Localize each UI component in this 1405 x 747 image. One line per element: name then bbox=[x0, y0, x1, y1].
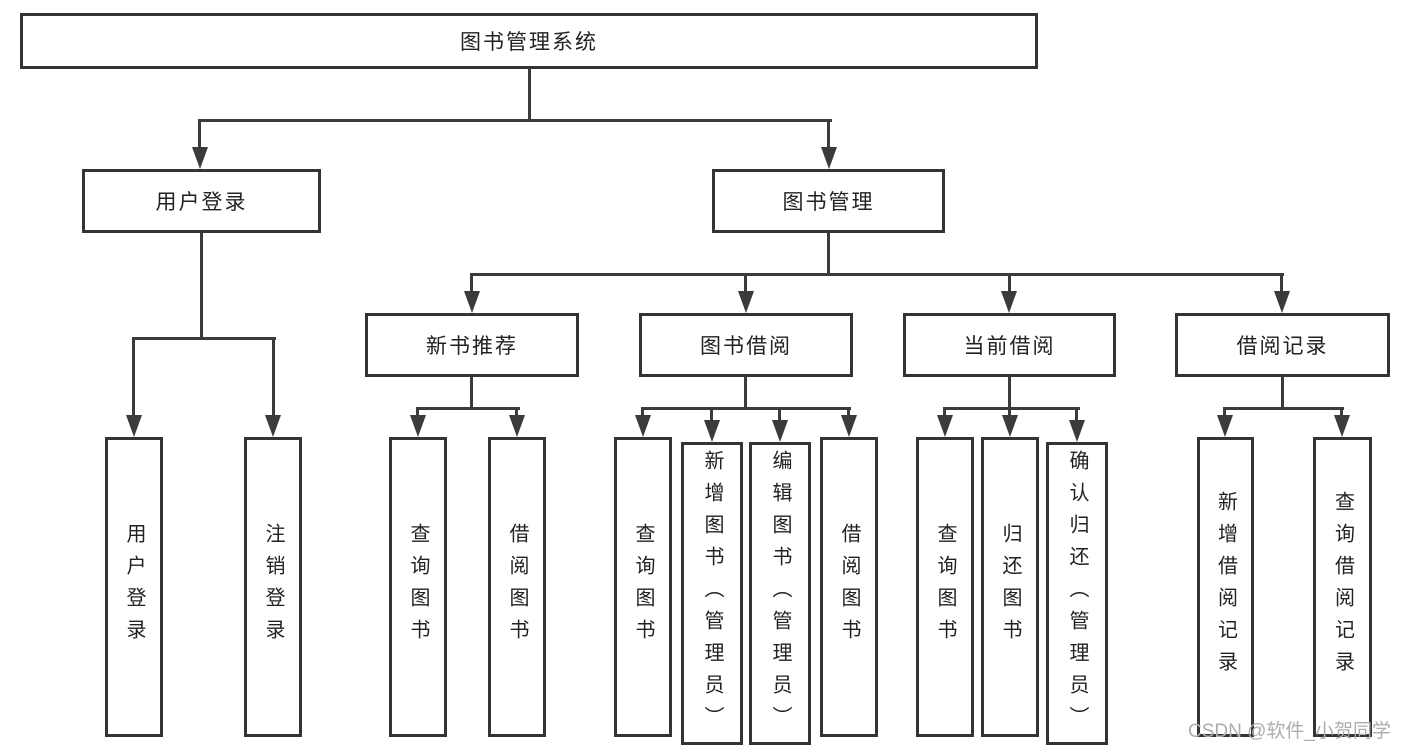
node-label: 当前借阅 bbox=[963, 335, 1056, 358]
connector-line bbox=[1075, 407, 1078, 422]
node-borrow-book-recommend: 借阅图书 bbox=[488, 437, 546, 737]
node-label: 借阅图书 bbox=[838, 523, 860, 651]
arrowhead-down bbox=[509, 415, 525, 437]
node-query-book-current: 查询图书 bbox=[916, 437, 974, 737]
node-query-borrow-record: 查询借阅记录 bbox=[1313, 437, 1372, 737]
connector-line bbox=[470, 377, 473, 410]
arrowhead-down bbox=[738, 291, 754, 313]
connector-line bbox=[416, 407, 520, 410]
node-add-borrow-record: 新增借阅记录 bbox=[1197, 437, 1254, 737]
node-add-book-admin: 新增图书（管理员） bbox=[681, 442, 743, 745]
connector-line bbox=[1281, 377, 1284, 410]
connector-line bbox=[198, 119, 201, 149]
node-label: 图书借阅 bbox=[700, 335, 792, 358]
node-borrow-records: 借阅记录 bbox=[1175, 313, 1390, 377]
connector-line bbox=[641, 407, 851, 410]
node-label: 图书管理系统 bbox=[460, 31, 598, 54]
arrowhead-down bbox=[1334, 415, 1350, 437]
connector-line bbox=[1223, 407, 1226, 417]
connector-line bbox=[1008, 273, 1011, 293]
arrowhead-down bbox=[1217, 415, 1233, 437]
connector-line bbox=[827, 119, 830, 149]
node-book-borrow: 图书借阅 bbox=[639, 313, 853, 377]
node-label: 注销登录 bbox=[262, 523, 284, 651]
arrowhead-down bbox=[1002, 415, 1018, 437]
connector-line bbox=[744, 377, 747, 410]
arrowhead-down bbox=[265, 415, 281, 437]
arrowhead-down bbox=[841, 415, 857, 437]
connector-line bbox=[470, 273, 1284, 276]
arrowhead-down bbox=[937, 415, 953, 437]
connector-line bbox=[200, 233, 203, 340]
node-logout-leaf: 注销登录 bbox=[244, 437, 302, 737]
node-label: 新书推荐 bbox=[426, 335, 518, 358]
node-user-login-leaf: 用户登录 bbox=[105, 437, 163, 737]
node-user-login: 用户登录 bbox=[82, 169, 321, 233]
arrowhead-down bbox=[1274, 291, 1290, 313]
node-label: 图书管理 bbox=[782, 191, 875, 214]
arrowhead-down bbox=[635, 415, 651, 437]
node-label: 借阅图书 bbox=[506, 523, 528, 651]
connector-line bbox=[943, 407, 1080, 410]
node-label: 新增图书（管理员） bbox=[701, 449, 723, 738]
node-borrow-book-leaf: 借阅图书 bbox=[820, 437, 878, 737]
node-label: 查询图书 bbox=[934, 523, 956, 651]
arrowhead-down bbox=[464, 291, 480, 313]
connector-line bbox=[470, 273, 473, 293]
node-label: 编辑图书（管理员） bbox=[769, 449, 791, 738]
connector-line bbox=[272, 337, 275, 417]
node-new-book-recommend: 新书推荐 bbox=[365, 313, 579, 377]
node-label: 确认归还（管理员） bbox=[1066, 449, 1088, 738]
connector-line bbox=[515, 407, 518, 417]
node-label: 借阅记录 bbox=[1236, 335, 1329, 358]
arrowhead-down bbox=[772, 420, 788, 442]
node-edit-book-admin: 编辑图书（管理员） bbox=[749, 442, 811, 745]
connector-line bbox=[1223, 407, 1344, 410]
connector-line bbox=[132, 337, 135, 417]
connector-line bbox=[198, 119, 832, 122]
node-label: 查询图书 bbox=[407, 523, 429, 651]
connector-line bbox=[132, 337, 276, 340]
connector-line bbox=[847, 407, 850, 417]
connector-line bbox=[827, 233, 830, 276]
node-library-management-system: 图书管理系统 bbox=[20, 13, 1038, 69]
connector-line bbox=[1008, 407, 1011, 417]
node-label: 新增借阅记录 bbox=[1214, 491, 1237, 683]
connector-line bbox=[778, 407, 781, 422]
arrowhead-down bbox=[1001, 291, 1017, 313]
arrowhead-down bbox=[126, 415, 142, 437]
connector-line bbox=[744, 273, 747, 293]
arrowhead-down bbox=[1069, 420, 1085, 442]
arrowhead-down bbox=[704, 420, 720, 442]
node-query-book-borrow: 查询图书 bbox=[614, 437, 672, 737]
node-label: 用户登录 bbox=[155, 191, 248, 214]
node-label: 查询借阅记录 bbox=[1331, 491, 1354, 683]
connector-line bbox=[416, 407, 419, 417]
connector-line bbox=[528, 68, 531, 122]
node-confirm-return-admin: 确认归还（管理员） bbox=[1046, 442, 1108, 745]
arrowhead-down bbox=[192, 147, 208, 169]
node-label: 用户登录 bbox=[123, 523, 145, 651]
node-label: 查询图书 bbox=[632, 523, 654, 651]
connector-line bbox=[1280, 273, 1283, 293]
node-return-book: 归还图书 bbox=[981, 437, 1039, 737]
node-label: 归还图书 bbox=[999, 523, 1021, 651]
connector-line bbox=[641, 407, 644, 417]
connector-line bbox=[943, 407, 946, 417]
arrowhead-down bbox=[821, 147, 837, 169]
node-current-borrow: 当前借阅 bbox=[903, 313, 1116, 377]
connector-line bbox=[1008, 377, 1011, 410]
watermark-text: CSDN @软件_小贺同学 bbox=[1188, 721, 1391, 742]
connector-line bbox=[710, 407, 713, 422]
connector-line bbox=[1340, 407, 1343, 417]
arrowhead-down bbox=[410, 415, 426, 437]
node-query-book-recommend: 查询图书 bbox=[389, 437, 447, 737]
node-book-management: 图书管理 bbox=[712, 169, 945, 233]
